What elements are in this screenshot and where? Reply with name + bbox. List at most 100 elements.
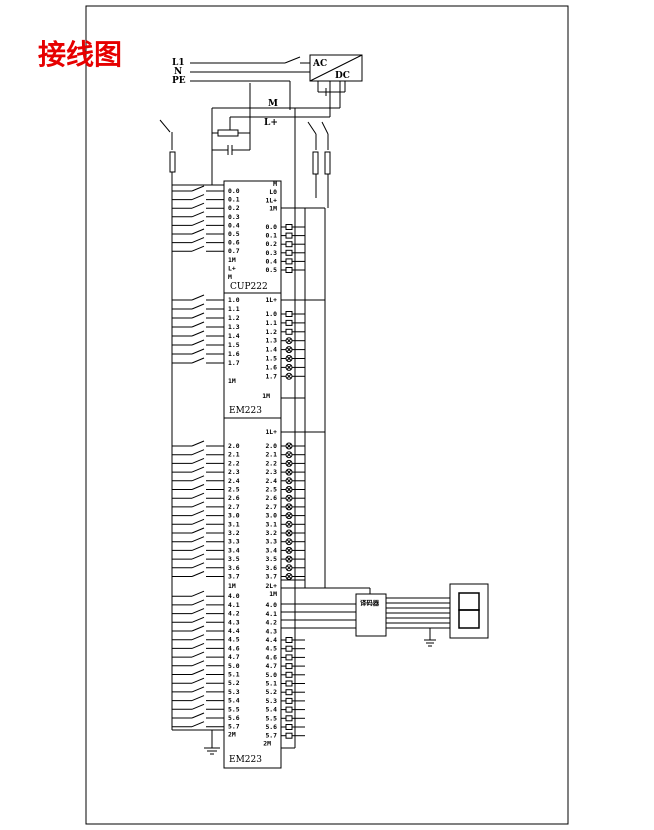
cpu-input-extra-label: 1M	[228, 256, 236, 264]
cpu-input-label: 0.0	[228, 187, 240, 195]
em2-output-load	[281, 680, 305, 687]
em1-input-label: 1.2	[228, 314, 240, 322]
em2-output-load	[281, 477, 305, 485]
pe-label: PE	[172, 76, 186, 86]
em2-input-switch	[172, 642, 224, 649]
em2-input-label: 3.2	[228, 529, 240, 537]
seven-segment-digit	[458, 592, 480, 629]
em2-output-label: 2.2	[265, 459, 277, 467]
cpu-module	[223, 180, 282, 294]
em2-output-label: 5.4	[265, 706, 277, 714]
em1-output-load	[281, 363, 305, 371]
em2-output-label: 3.7	[265, 573, 277, 581]
cpu-output-load	[281, 267, 305, 273]
em2-input-label: 3.3	[228, 538, 240, 546]
em2-power-label: 2L+	[265, 582, 277, 590]
em2-input-switch	[172, 527, 224, 534]
em2-output-label: 3.5	[265, 555, 277, 563]
em2-input-label: 5.0	[228, 662, 240, 670]
em2-power-label: 1L+	[265, 428, 277, 436]
cpu-input-label: 0.4	[228, 221, 240, 229]
em1-input-switch	[172, 294, 224, 301]
em1-output-load	[281, 346, 305, 354]
em2-input-switch	[172, 510, 224, 517]
em1-output-load	[281, 372, 305, 380]
em2-output-load	[281, 486, 305, 493]
cpu-output-load	[281, 258, 305, 265]
em2-output-load	[281, 732, 305, 739]
em2-output-load	[281, 494, 305, 502]
em2-output-load	[281, 671, 305, 678]
cpu-power-label: 1M	[269, 205, 277, 213]
em2-input-switch	[172, 721, 224, 728]
page-title: 接线图	[38, 38, 122, 71]
cpu-input-switch	[172, 185, 224, 192]
em2-input-switch	[172, 625, 224, 632]
em2-input-label: 4.6	[228, 644, 240, 652]
em1-input-switch	[172, 348, 224, 355]
em1-input-switch	[172, 357, 224, 364]
cpu-input-switch	[172, 228, 224, 235]
em2-output-label: 3.0	[265, 512, 277, 520]
em2-output-load	[281, 689, 305, 696]
em2-output-label: 4.1	[265, 610, 277, 618]
cpu-input-switch	[172, 211, 224, 218]
em2-output-load	[281, 573, 305, 580]
cpu-input-label: 0.3	[228, 213, 240, 221]
em1-input-label: 1.5	[228, 341, 240, 349]
em2-output-label: 4.3	[265, 627, 277, 635]
em2-output-label: 5.5	[265, 714, 277, 722]
em2-input-label: 2.6	[228, 494, 240, 502]
em2-output-label: 5.1	[265, 680, 277, 688]
em2-input-label: 3.7	[228, 573, 240, 581]
em2-output-load	[281, 546, 305, 554]
em2-output-load	[281, 706, 305, 713]
em1-output-load	[281, 337, 305, 345]
cpu-input-label: 0.5	[228, 230, 240, 238]
em1-output-label: 1.3	[265, 337, 277, 345]
em2-input-label: 3.6	[228, 564, 240, 572]
em2-input-switch	[172, 712, 224, 719]
em2-input-switch	[172, 553, 224, 560]
em2-common-label: 2M	[263, 739, 271, 747]
cpu-output-label: 0.1	[265, 232, 277, 240]
em2-output-label: 3.3	[265, 538, 277, 546]
em2-input-label: 4.4	[228, 627, 240, 635]
em1-output-label: 1.5	[265, 355, 277, 363]
em2-input-switch	[172, 590, 224, 597]
ac-label: AC	[312, 59, 327, 69]
em2-input-common-label: 2M	[228, 730, 236, 738]
em2-output-label: 2.3	[265, 468, 277, 476]
em1-input-extra-label: 1M	[228, 377, 236, 385]
em2-output-label: 4.2	[265, 619, 277, 627]
em2-input-switch	[172, 518, 224, 525]
em2-output-label: 5.6	[265, 723, 277, 731]
em1-common-label: 1M	[262, 392, 270, 400]
em2-input-label: 4.3	[228, 618, 240, 626]
em2-input-label: 2.7	[228, 503, 240, 511]
cpu-input-label: 0.7	[228, 247, 240, 255]
em2-input-label: 4.7	[228, 653, 240, 661]
em1-output-load	[281, 355, 305, 362]
em2-input-switch	[172, 616, 224, 623]
cpu-input-switch	[172, 219, 224, 226]
n-label: N	[174, 67, 182, 77]
em2-input-switch	[172, 475, 224, 482]
em2-input-label: 3.0	[228, 512, 240, 520]
em1-output-label: 1.7	[265, 372, 277, 380]
cpu-output-label: 0.4	[265, 257, 277, 265]
em2-output-load	[281, 663, 305, 670]
decoder-wiring	[281, 587, 450, 647]
em2-input-switch	[172, 686, 224, 693]
em2-output-load	[281, 538, 305, 546]
em2-input-switch	[172, 571, 224, 577]
em2-input-switch	[172, 660, 224, 667]
cpu-output-label: 0.3	[265, 249, 277, 257]
em2-output-load	[281, 468, 305, 476]
cpu-output-load	[281, 241, 305, 248]
top-switches	[159, 108, 331, 208]
decoder-label: 译码器	[360, 598, 380, 607]
em2-input-switch	[172, 457, 224, 464]
em2-input-label: 3.5	[228, 555, 240, 563]
em2-name: EM223	[229, 755, 262, 765]
